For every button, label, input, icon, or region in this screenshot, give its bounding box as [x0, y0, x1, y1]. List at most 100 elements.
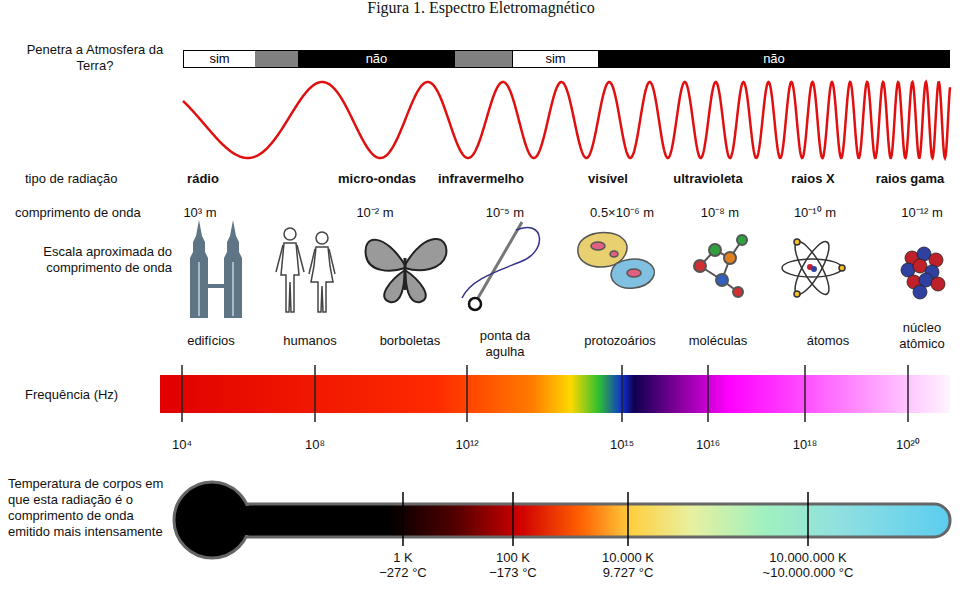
frequency-bar-part-part [621, 365, 623, 422]
atom-icon-part [782, 259, 842, 277]
frequency-bar-part [160, 375, 950, 413]
atmosphere-bar-part [455, 51, 512, 67]
butterfly-icon [366, 239, 447, 302]
human-icon-part [316, 232, 328, 244]
frequency-value: 10¹⁸ [793, 437, 817, 453]
atmosphere-bar-part [255, 51, 298, 67]
temperature-value: ~10.000.000 °C [763, 565, 854, 581]
protozoa-icon [578, 233, 655, 289]
molecule-icon [694, 235, 747, 297]
radiation-type: rádio [187, 171, 219, 187]
molecule-icon-part [709, 244, 721, 256]
band-text: sim [209, 51, 229, 66]
frequency-bar-part [182, 365, 908, 422]
radiation-type: ultravioleta [673, 171, 742, 187]
atmosphere-band: sim [184, 51, 255, 67]
thermometer-part [174, 482, 250, 558]
molecule-icon-part [733, 287, 743, 297]
nucleus-icon [901, 247, 945, 299]
molecule-icon-part [694, 260, 706, 272]
molecule-icon-part [737, 235, 747, 245]
nucleus-icon-part [931, 277, 945, 291]
band-text: sim [545, 51, 565, 66]
thermometer-part [403, 492, 808, 546]
human-icon-part [284, 228, 296, 240]
building-icon-part [232, 262, 234, 316]
wavelength-value: 10⁻¹⁰ m [794, 205, 836, 221]
thermometer-part-part [627, 492, 629, 546]
temperature-value: 100 K [496, 550, 530, 566]
row-heading: Escala aproximada do comprimento de onda [37, 244, 172, 276]
human-icon-part [276, 245, 304, 272]
needle-icon-part [462, 227, 539, 298]
thermometer-part [240, 506, 260, 535]
molecule-icon-part [724, 252, 736, 264]
temperature-value: −173 °C [489, 565, 536, 581]
butterfly-icon-part [404, 258, 407, 290]
radiation-type: raios X [791, 171, 834, 187]
scale-object: humanos [283, 333, 336, 349]
scale-object: átomos [807, 333, 850, 349]
protozoa-icon-part [591, 242, 605, 250]
radiation-type: infravermelho [438, 171, 524, 187]
wave-part [183, 82, 950, 158]
temperature-value: 9.727 °C [603, 565, 654, 581]
frequency-bar-part-part [181, 365, 183, 422]
temperature-value: −272 °C [379, 565, 426, 581]
needle-icon [462, 222, 539, 310]
building-icon-part [198, 262, 200, 316]
protozoa-icon-part [610, 251, 618, 257]
wavelength-value: 10⁻² m [356, 205, 393, 221]
question-label: Penetra a Atmosfera da Terra? [25, 42, 165, 74]
scale-object: edifícios [187, 333, 235, 349]
butterfly-icon-part [405, 270, 426, 302]
frequency-bar [160, 365, 950, 422]
radiation-type: raios gama [876, 171, 945, 187]
wavelength-value: 0.5×10⁻⁶ m [590, 205, 654, 221]
atmosphere-band: não [598, 51, 950, 67]
thermometer [174, 482, 950, 558]
temperature-value: 10.000.000 K [769, 550, 846, 566]
building-icon-part [207, 284, 225, 288]
row-heading: tipo de radiação [25, 171, 118, 187]
human-icon-part [311, 247, 333, 312]
atmosphere-bar [183, 50, 950, 68]
atom-icon-part [794, 239, 800, 245]
butterfly-icon-part [384, 270, 405, 302]
scale-object: borboletas [380, 333, 441, 349]
wavelength-value: 10⁻⁵ m [486, 205, 524, 221]
scale-object: protozoários [584, 333, 656, 349]
row-heading: Frequência (Hz) [25, 387, 118, 403]
row-heading: Temperatura de corpos em que esta radiaç… [8, 476, 170, 540]
frequency-value: 10¹⁶ [696, 437, 720, 453]
atom-icon-part [794, 291, 800, 297]
atmosphere-band: não [298, 51, 455, 67]
band-text: não [366, 51, 388, 66]
row-heading: comprimento de onda [15, 205, 141, 221]
frequency-bar-part-part [707, 365, 709, 422]
building-icon-part [224, 220, 242, 318]
building-icon-part [190, 220, 208, 318]
building-icon [190, 220, 242, 318]
molecule-icon-part [716, 274, 728, 286]
atmosphere-band: sim [513, 51, 598, 67]
needle-icon-part [469, 298, 481, 310]
wave [183, 82, 950, 158]
wavelength-value: 10⁻⁸ m [701, 205, 739, 221]
thermometer-part-part [512, 492, 514, 546]
band-text: não [763, 51, 785, 66]
scale-object: moléculas [689, 333, 748, 349]
frequency-value: 10⁸ [305, 437, 325, 453]
frequency-value: 10²⁰ [896, 437, 920, 453]
temperature-value: 1 K [393, 550, 413, 566]
frequency-bar-part-part [907, 365, 909, 422]
atom-icon-part [789, 238, 835, 299]
atom-icon [782, 238, 845, 299]
frequency-value: 10¹⁵ [610, 437, 634, 453]
human-icon [276, 228, 335, 312]
butterfly-icon-part [366, 240, 405, 271]
thermometer-part-part [807, 492, 809, 546]
scale-object: núcleo atômico [886, 320, 958, 352]
temperature-value: 10.000 K [602, 550, 654, 566]
